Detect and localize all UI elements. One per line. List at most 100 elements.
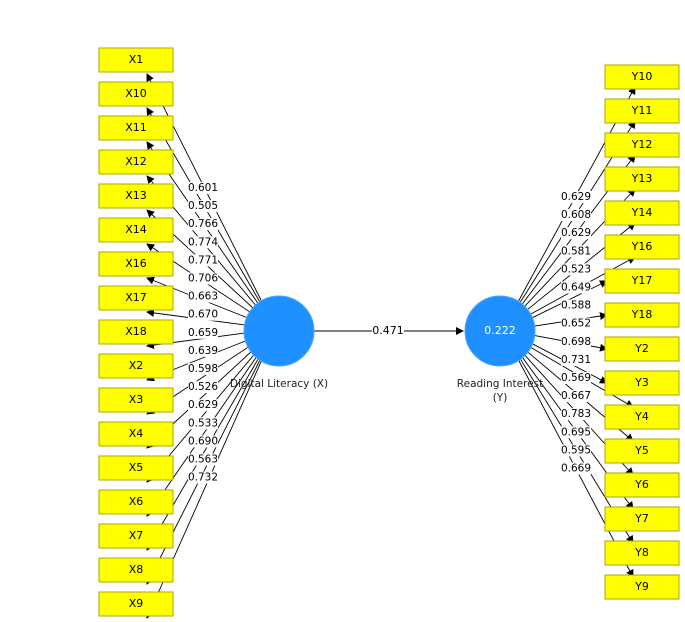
x-loading-edge bbox=[146, 348, 263, 517]
y-loading-value: 0.783 bbox=[561, 408, 591, 420]
y-loading-value: 0.731 bbox=[561, 354, 591, 366]
indicator-box-y6[interactable]: Y6 bbox=[604, 472, 680, 498]
loading-label-bg bbox=[561, 390, 591, 403]
indicator-box-y10[interactable]: Y10 bbox=[604, 64, 680, 90]
path-coefficient-label: 0.471 bbox=[372, 324, 404, 337]
indicator-box-y2[interactable]: Y2 bbox=[604, 336, 680, 362]
indicator-box-x3[interactable]: X3 bbox=[98, 387, 174, 413]
indicator-box-y14[interactable]: Y14 bbox=[604, 200, 680, 226]
loading-label-bg bbox=[561, 263, 591, 276]
loading-label-bg bbox=[188, 254, 218, 267]
loading-label-bg bbox=[188, 435, 218, 448]
indicator-box-y4[interactable]: Y4 bbox=[604, 404, 680, 430]
loading-label-bg bbox=[561, 408, 591, 421]
indicator-box-y18[interactable]: Y18 bbox=[604, 302, 680, 328]
indicator-label: X16 bbox=[125, 257, 147, 270]
indicator-label: Y13 bbox=[631, 172, 653, 185]
y-loading-value: 0.629 bbox=[561, 191, 591, 203]
y-loading-value: 0.523 bbox=[561, 263, 591, 275]
y-loading-value: 0.698 bbox=[561, 336, 591, 348]
y-loading-value: 0.581 bbox=[561, 245, 591, 257]
loading-label-bg bbox=[188, 272, 218, 285]
indicator-box-x17[interactable]: X17 bbox=[98, 285, 174, 311]
indicator-box-x14[interactable]: X14 bbox=[98, 217, 174, 243]
loading-label-bg bbox=[561, 281, 591, 294]
indicator-box-y13[interactable]: Y13 bbox=[604, 166, 680, 192]
construct-x-label: Digital Literacy (X) bbox=[230, 378, 328, 390]
x-loading-value: 0.639 bbox=[188, 345, 218, 357]
indicator-box-y5[interactable]: Y5 bbox=[604, 438, 680, 464]
x-loading-value: 0.706 bbox=[188, 273, 218, 285]
indicator-box-y12[interactable]: Y12 bbox=[604, 132, 680, 158]
indicator-box-x2[interactable]: X2 bbox=[98, 353, 174, 379]
y-loading-value: 0.649 bbox=[561, 282, 591, 294]
x-loading-value: 0.629 bbox=[188, 399, 218, 411]
y-loading-value: 0.569 bbox=[561, 372, 591, 384]
indicator-box-x4[interactable]: X4 bbox=[98, 421, 174, 447]
path-coefficient-bg bbox=[372, 324, 404, 338]
y-loading-value: 0.695 bbox=[561, 426, 591, 438]
indicator-box-x10[interactable]: X10 bbox=[98, 81, 174, 107]
indicator-label: Y4 bbox=[634, 410, 649, 423]
indicator-label: Y17 bbox=[631, 274, 653, 287]
x-indicator-boxes: X1X10X11X12X13X14X16X17X18X2X3X4X5X6X7X8… bbox=[98, 47, 174, 617]
indicator-box-x11[interactable]: X11 bbox=[98, 115, 174, 141]
y-loading-value: 0.652 bbox=[561, 318, 591, 330]
indicator-box-y7[interactable]: Y7 bbox=[604, 506, 680, 532]
indicator-box-x12[interactable]: X12 bbox=[98, 149, 174, 175]
indicator-box-x7[interactable]: X7 bbox=[98, 523, 174, 549]
indicator-box-x16[interactable]: X16 bbox=[98, 251, 174, 277]
indicator-label: X7 bbox=[129, 529, 144, 542]
loading-label-bg bbox=[561, 335, 591, 348]
construct-y-r2: 0.222 bbox=[484, 324, 516, 337]
indicator-box-x5[interactable]: X5 bbox=[98, 455, 174, 481]
indicator-label: X9 bbox=[129, 597, 144, 610]
loading-label-bg bbox=[561, 426, 591, 439]
indicator-label: Y3 bbox=[634, 376, 649, 389]
y-loading-labels: 0.6290.6080.6290.5810.5230.6490.5880.652… bbox=[561, 191, 591, 475]
indicator-label: X3 bbox=[129, 393, 144, 406]
x-loading-value: 0.771 bbox=[188, 254, 218, 266]
loading-label-bg bbox=[188, 344, 218, 357]
indicator-box-y11[interactable]: Y11 bbox=[604, 98, 680, 124]
indicator-box-x8[interactable]: X8 bbox=[98, 557, 174, 583]
loading-label-bg bbox=[561, 191, 591, 203]
loading-label-bg bbox=[188, 236, 218, 249]
x-loading-value: 0.526 bbox=[188, 381, 218, 393]
indicator-box-y8[interactable]: Y8 bbox=[604, 540, 680, 566]
loading-label-bg bbox=[188, 290, 218, 303]
indicator-box-y17[interactable]: Y17 bbox=[604, 268, 680, 294]
construct-y-label-line1: Reading Interest bbox=[457, 378, 543, 390]
indicator-label: X5 bbox=[129, 461, 144, 474]
loading-label-bg bbox=[188, 453, 218, 466]
loading-label-bg bbox=[188, 363, 218, 375]
indicator-label: X14 bbox=[125, 223, 147, 236]
loading-label-bg bbox=[561, 209, 591, 222]
indicator-label: Y11 bbox=[631, 104, 653, 117]
construct-y-label-line2: (Y) bbox=[493, 392, 508, 404]
indicator-box-x13[interactable]: X13 bbox=[98, 183, 174, 209]
indicator-box-x1[interactable]: X1 bbox=[98, 47, 174, 73]
loading-label-bg bbox=[561, 444, 591, 457]
indicator-label: Y9 bbox=[634, 580, 649, 593]
x-loading-value: 0.598 bbox=[188, 363, 218, 375]
x-loading-value: 0.766 bbox=[188, 218, 218, 230]
construct-reading-interest[interactable] bbox=[464, 295, 536, 367]
indicator-box-x9[interactable]: X9 bbox=[98, 591, 174, 617]
indicator-box-y3[interactable]: Y3 bbox=[604, 370, 680, 396]
y-loading-value: 0.588 bbox=[561, 300, 591, 312]
indicator-box-x18[interactable]: X18 bbox=[98, 319, 174, 345]
indicator-label: Y14 bbox=[631, 206, 653, 219]
indicator-box-x6[interactable]: X6 bbox=[98, 489, 174, 515]
indicator-label: Y5 bbox=[634, 444, 649, 457]
x-loading-value: 0.505 bbox=[188, 200, 218, 212]
x-loading-value: 0.601 bbox=[188, 182, 218, 194]
indicator-box-y16[interactable]: Y16 bbox=[604, 234, 680, 260]
indicator-label: X6 bbox=[129, 495, 144, 508]
indicator-label: Y6 bbox=[634, 478, 649, 491]
construct-digital-literacy[interactable] bbox=[243, 295, 315, 367]
indicator-box-y9[interactable]: Y9 bbox=[604, 574, 680, 600]
indicator-label: X10 bbox=[125, 87, 147, 100]
loading-label-bg bbox=[188, 381, 218, 394]
loading-label-bg bbox=[561, 245, 591, 258]
